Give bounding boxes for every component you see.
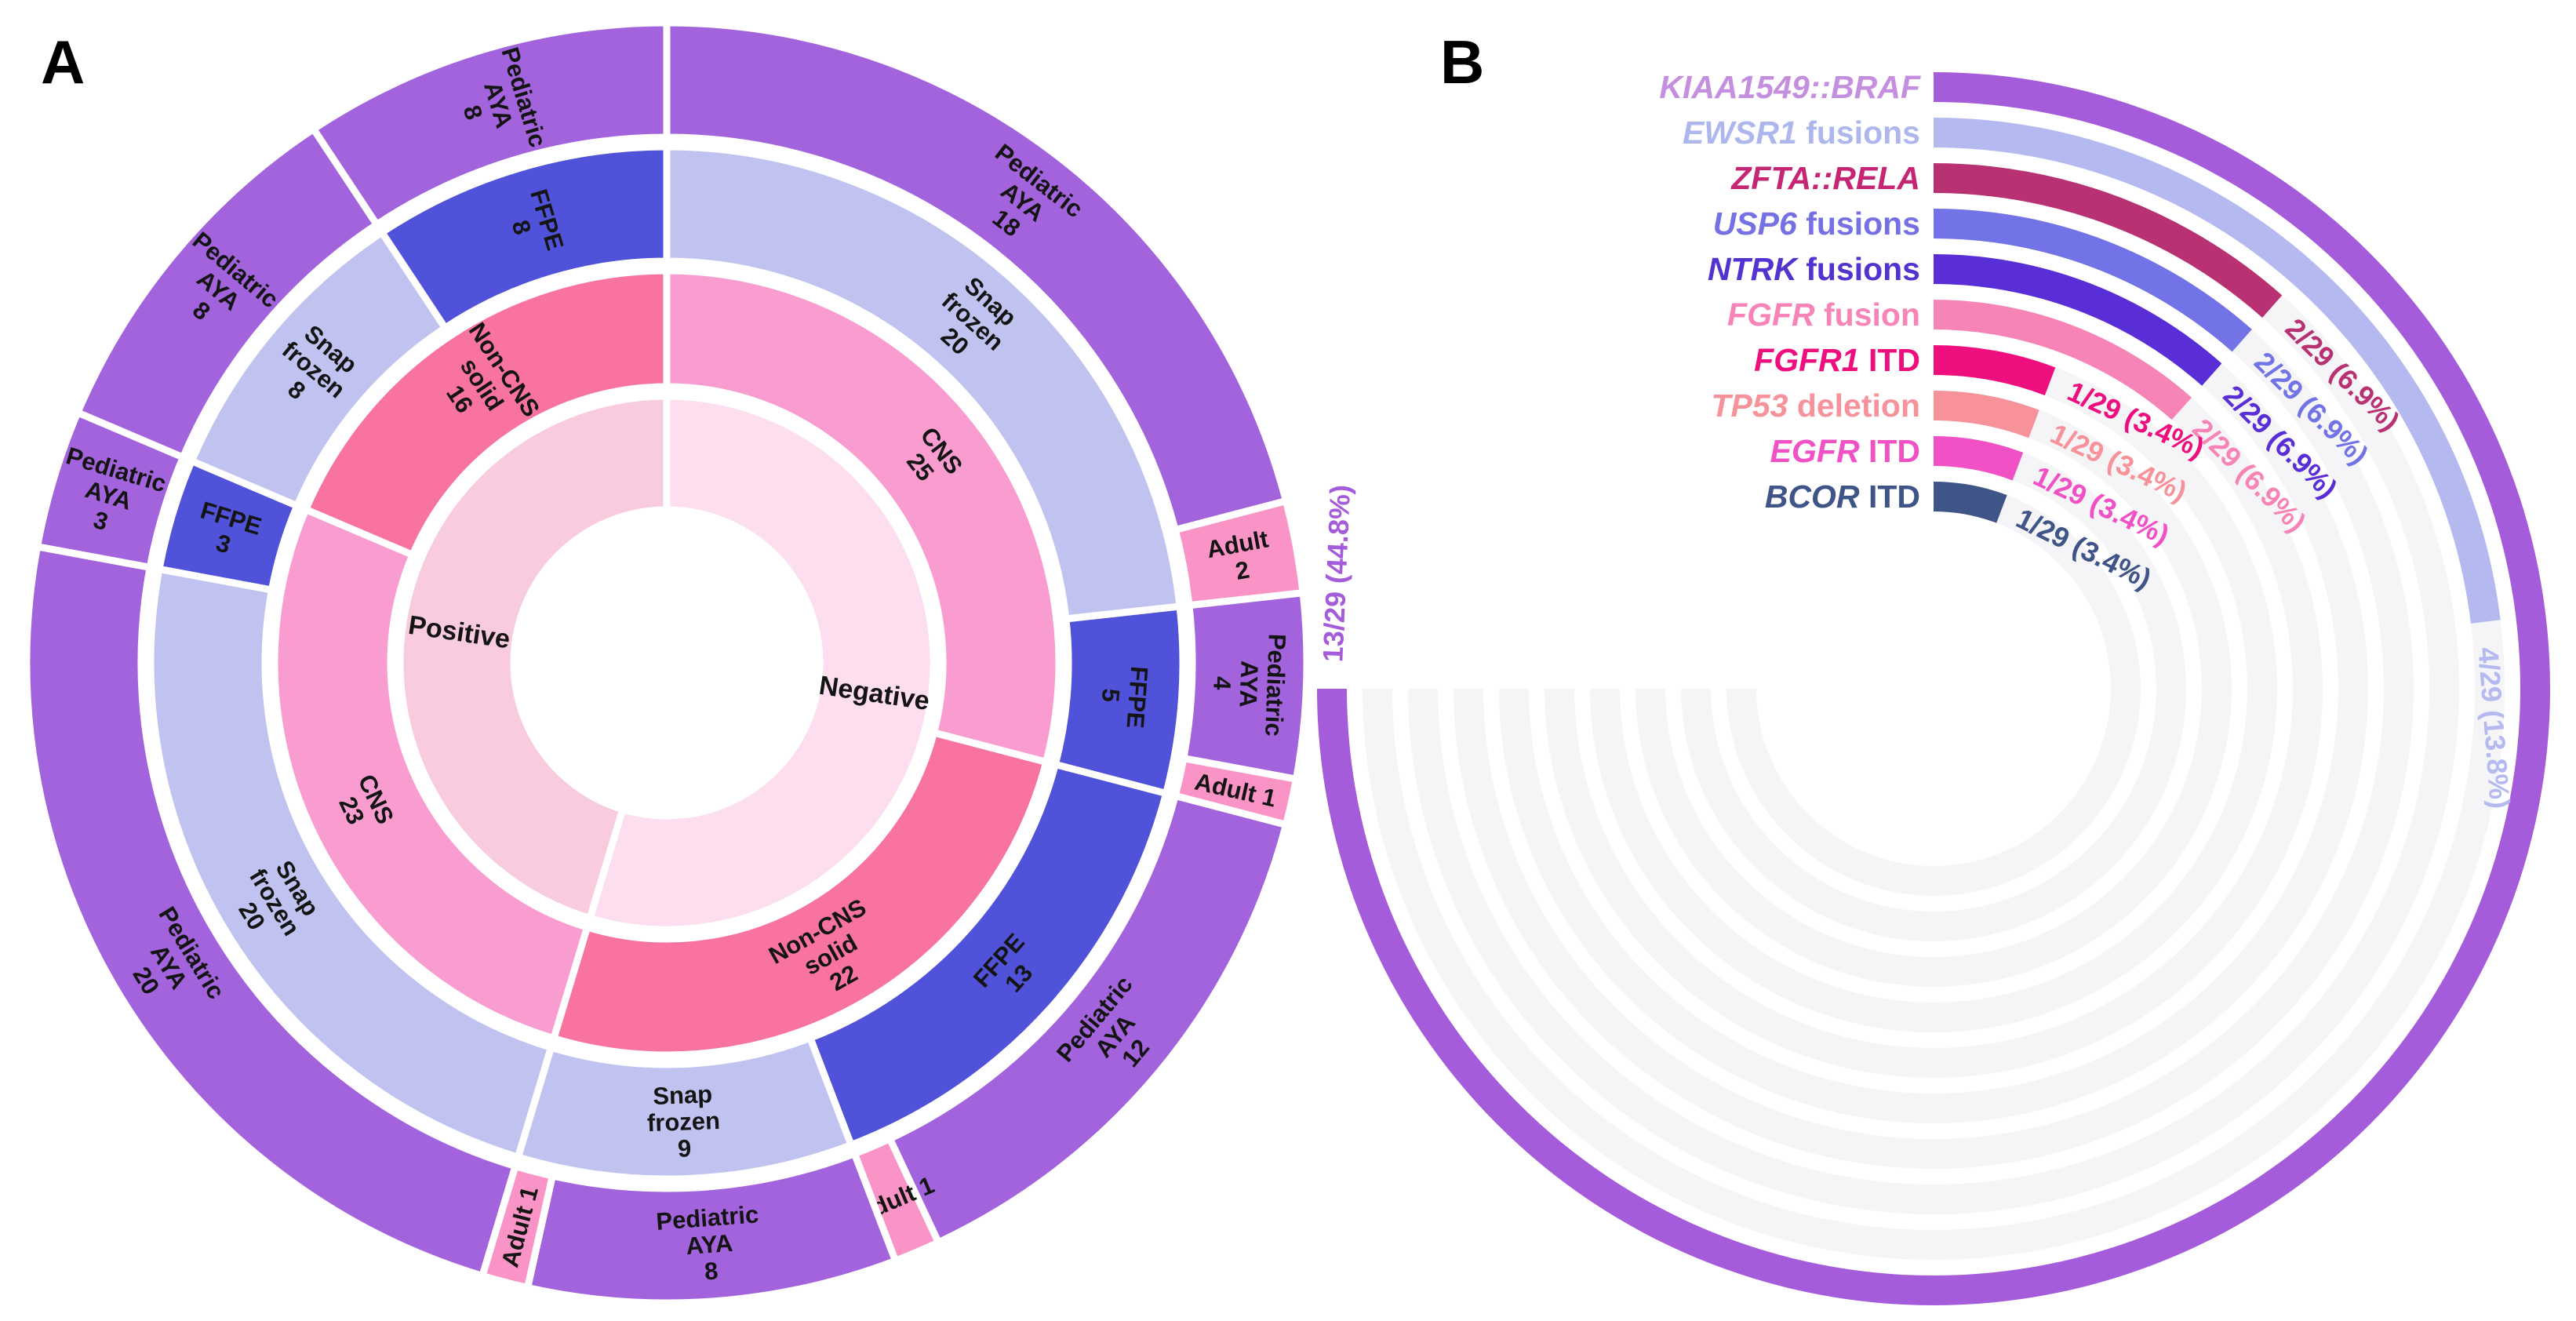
legend-item-usp6: USP6 fusions (1713, 206, 1920, 242)
panel-a-letter: A (41, 27, 85, 96)
bar-zfta-rela (1934, 163, 2283, 318)
bar-ewsr1 (1934, 118, 2501, 624)
segment-pediatric-aya (308, 19, 671, 230)
segment-non-cns-solid (549, 728, 1051, 1059)
panel-b: B 13/29 (44.8%)4/29 (13.8%)2/29 (6.9%)2/… (1286, 0, 2576, 1321)
sunburst-chart: A NegativeCNS25Snapfrozen20PediatricAYA1… (23, 19, 1311, 1307)
bar-value-labels: 13/29 (44.8%)4/29 (13.8%)2/29 (6.9%)2/29… (1316, 312, 2516, 810)
segment-label: Snapfrozen9 (646, 1079, 722, 1163)
legend-item-kiaa1549-braf: KIAA1549::BRAF (1659, 69, 1921, 105)
bar-egfr (1934, 436, 2024, 481)
circular-bar-chart: B 13/29 (44.8%)4/29 (13.8%)2/29 (6.9%)2/… (1316, 27, 2550, 1305)
segment-pediatric-aya (663, 19, 1290, 535)
bar-value-label-kiaa1549-braf: 13/29 (44.8%) (1316, 484, 1356, 663)
legend-item-tp53: TP53 deletion (1711, 388, 1920, 424)
legend-item-egfr: EGFR ITD (1770, 433, 1920, 469)
bar-tp53 (1934, 391, 2039, 439)
segment-label: FFPE5 (1095, 664, 1154, 730)
segment-non-cns-solid (300, 267, 671, 560)
segment-snap-frozen (663, 143, 1184, 623)
segment-snap-frozen (147, 565, 556, 1162)
segment-negative (585, 392, 937, 933)
legend-item-fgfr: FGFR fusion (1727, 297, 1920, 333)
bar-usp6 (1934, 209, 2252, 352)
legend-item-zfta-rela: ZFTA::RELA (1730, 160, 1920, 196)
legend-item-fgfr1: FGFR1 ITD (1754, 342, 1920, 378)
bars (1317, 72, 2550, 1305)
bar-fgfr (1934, 300, 2192, 420)
legend-item-bcor: BCOR ITD (1765, 479, 1920, 515)
sunburst-rings: NegativeCNS25Snapfrozen20PediatricAYA18A… (23, 19, 1311, 1307)
segment-positive (396, 392, 671, 923)
segment-label: PediatricAYA4 (1207, 631, 1292, 737)
panel-b-letter: B (1440, 27, 1484, 96)
legend-item-ntrk: NTRK fusions (1708, 251, 1920, 287)
segment-cns (663, 267, 1063, 766)
bar-ntrk (1934, 254, 2222, 386)
segment-ffpe (377, 143, 671, 333)
segment-cns (271, 504, 592, 1043)
segment-pediatric-aya (23, 542, 520, 1281)
bar-bcor (1934, 482, 2007, 523)
bar-fgfr1 (1934, 345, 2056, 395)
legend-item-ewsr1: EWSR1 fusions (1683, 115, 1920, 151)
